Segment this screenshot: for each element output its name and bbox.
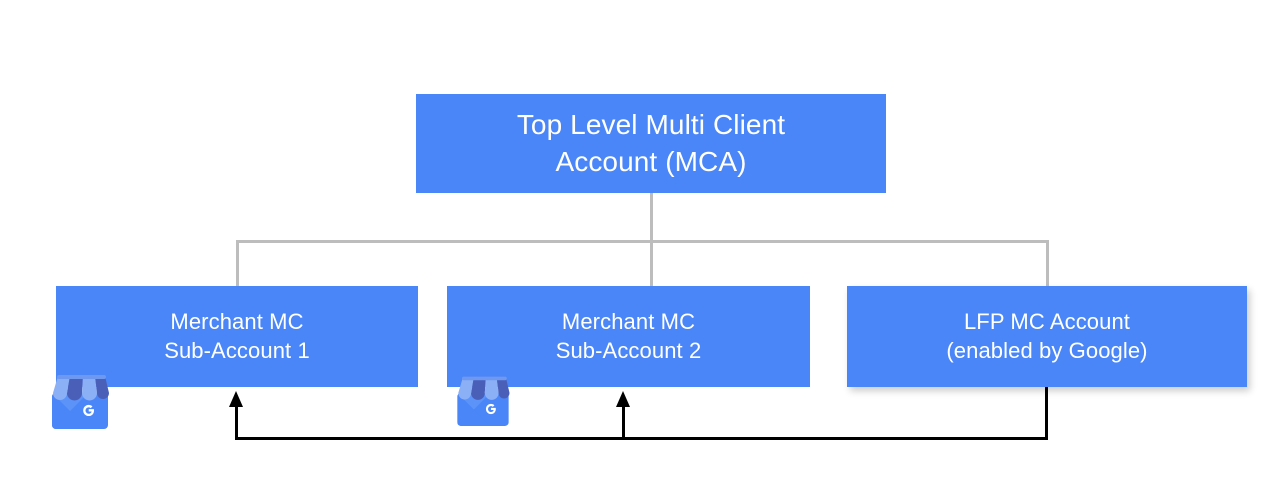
node-top-level-mca[interactable]: Top Level Multi Client Account (MCA) <box>416 94 886 193</box>
node-merchant-sub-account-2[interactable]: Merchant MC Sub-Account 2 <box>447 286 810 387</box>
flow-line-up-sub1 <box>235 400 238 438</box>
flow-line-base <box>235 437 1048 440</box>
flow-line-up-sub2 <box>622 400 625 438</box>
node-merchant-sub-account-1-label: Merchant MC Sub-Account 1 <box>164 308 310 363</box>
google-business-profile-storefront-icon <box>457 376 510 426</box>
node-lfp-mc-account-label: LFP MC Account (enabled by Google) <box>946 308 1148 363</box>
connector-horizontal-bus <box>236 240 1049 243</box>
node-top-level-mca-label: Top Level Multi Client Account (MCA) <box>516 109 786 177</box>
connector-drop-sub1 <box>236 240 239 287</box>
connector-mca-trunk <box>650 193 653 243</box>
node-lfp-mc-account[interactable]: LFP MC Account (enabled by Google) <box>847 286 1247 387</box>
google-business-profile-storefront-icon <box>52 375 109 429</box>
connector-drop-sub2 <box>650 240 653 287</box>
arrow-up-icon-sub1 <box>229 391 243 407</box>
flow-line-lfp-down <box>1045 387 1048 440</box>
node-merchant-sub-account-2-label: Merchant MC Sub-Account 2 <box>555 308 702 363</box>
node-merchant-sub-account-1[interactable]: Merchant MC Sub-Account 1 <box>56 286 418 387</box>
connector-drop-lfp <box>1046 240 1049 287</box>
arrow-up-icon-sub2 <box>616 391 630 407</box>
